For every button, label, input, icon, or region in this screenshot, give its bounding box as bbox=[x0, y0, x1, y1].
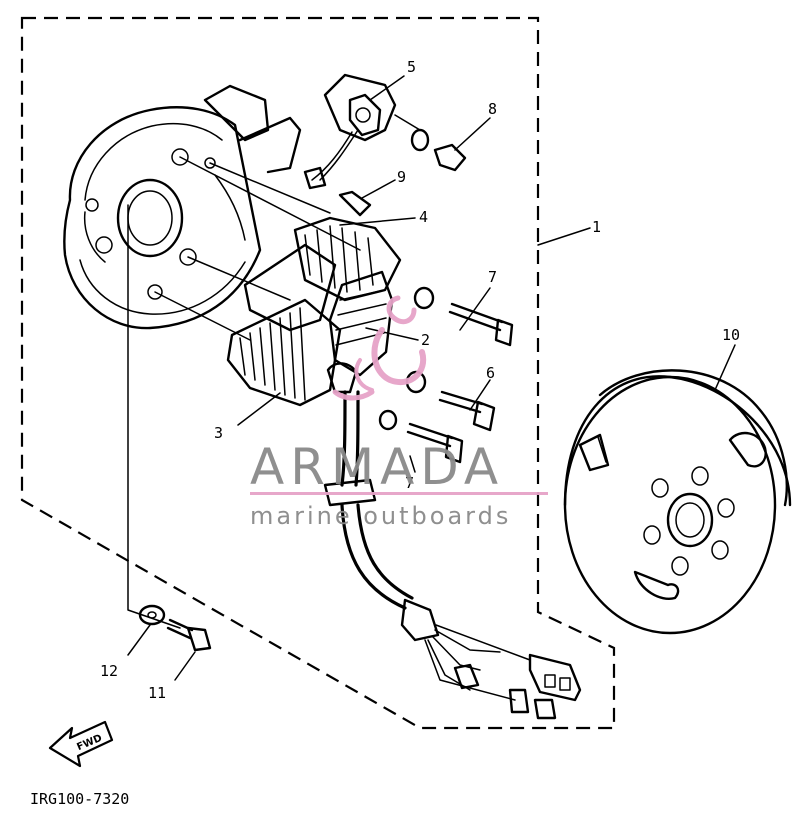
callout-3: 3 bbox=[214, 424, 223, 442]
base-plate bbox=[63, 84, 302, 330]
watermark-brand: ARMADA bbox=[250, 438, 504, 496]
callout-11: 11 bbox=[148, 684, 166, 702]
callout-8: 8 bbox=[488, 100, 497, 118]
callout-1: 1 bbox=[592, 218, 601, 236]
lighting-coil bbox=[293, 216, 402, 302]
wiring-harness bbox=[323, 390, 582, 720]
callout-7a: 7 bbox=[488, 268, 497, 286]
callout-2: 2 bbox=[421, 331, 430, 349]
callout-5: 5 bbox=[407, 58, 416, 76]
assembly-boundary bbox=[20, 16, 616, 730]
drawing-code: IRG100-7320 bbox=[30, 790, 129, 808]
alignment-line bbox=[127, 204, 181, 629]
callout-4: 4 bbox=[419, 208, 428, 226]
watermark-divider bbox=[250, 492, 548, 495]
flywheel bbox=[563, 369, 792, 635]
callout-leaders bbox=[127, 75, 736, 681]
bracket-assembly bbox=[303, 73, 467, 217]
watermark-logo-mark bbox=[332, 295, 427, 401]
forward-arrow: FWD bbox=[48, 720, 114, 768]
callout-6: 6 bbox=[486, 364, 495, 382]
callout-10: 10 bbox=[722, 326, 740, 344]
watermark-tagline: marine outboards bbox=[250, 502, 511, 530]
callout-12: 12 bbox=[100, 662, 118, 680]
plate-fasteners bbox=[138, 604, 212, 652]
source-coil bbox=[226, 243, 342, 407]
callout-9: 9 bbox=[397, 168, 406, 186]
callout-7b: 7 bbox=[405, 474, 414, 492]
brand-watermark: ARMADA marine outboards bbox=[250, 295, 548, 530]
